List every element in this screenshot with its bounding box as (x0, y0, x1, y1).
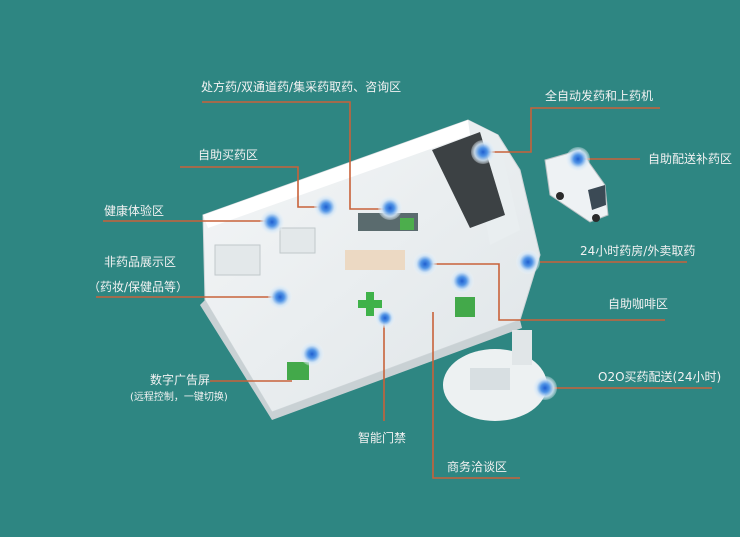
label-delivery-restock: 自助配送补药区 (648, 152, 733, 166)
label-access: 智能门禁 (358, 431, 407, 445)
shelves-left (214, 244, 261, 276)
counter (345, 250, 405, 270)
label-digital-ad-sub: (远程控制，一键切换) (130, 392, 228, 403)
beacon-icon (378, 196, 402, 220)
beacon-icon (516, 250, 540, 274)
ad-screen-right (455, 297, 475, 317)
label-health: 健康体验区 (104, 204, 165, 218)
beacon-icon (471, 140, 495, 164)
beacon-icon (268, 285, 292, 309)
screen-green (400, 218, 414, 230)
beacon-icon (413, 252, 437, 276)
label-coffee: 自助咖啡区 (608, 297, 669, 311)
leader-business (432, 312, 520, 479)
front-edge (200, 300, 272, 420)
back-wall (203, 120, 470, 228)
beacon-icon (375, 308, 395, 328)
shelves-mid (279, 227, 316, 254)
leader-prescription (202, 101, 384, 210)
leader-lines (96, 101, 712, 479)
leader-dispenser (488, 107, 660, 153)
label-non-drug-sub: （药妆/保健品等） (88, 280, 189, 294)
label-non-drug: 非药品展示区 (104, 255, 177, 269)
label-business: 商务洽谈区 (447, 460, 508, 474)
beacon-icon (533, 376, 557, 400)
label-prescription: 处方药/双通道药/集采药取药、咨询区 (201, 80, 402, 94)
beacon-icon (260, 210, 284, 234)
front-edge-right (272, 320, 522, 420)
label-dispenser: 全自动发药和上药机 (545, 89, 654, 103)
ad-screen (287, 362, 309, 380)
beacon-icon (450, 269, 474, 293)
label-digital-ad: 数字广告屏 (150, 373, 211, 387)
label-24h-pharmacy: 24小时药房/外卖取药 (580, 244, 696, 258)
green-cross (358, 292, 382, 316)
beacon-icon (314, 195, 338, 219)
leader-self-buy (180, 166, 320, 208)
delivery-van (544, 149, 609, 223)
beacons (260, 140, 590, 400)
beacon-icon (566, 147, 590, 171)
label-o2o: O2O买药配送(24小时) (598, 370, 722, 384)
leader-coffee (430, 263, 665, 321)
beacon-icon (300, 342, 324, 366)
label-self-buy: 自助买药区 (198, 148, 259, 162)
